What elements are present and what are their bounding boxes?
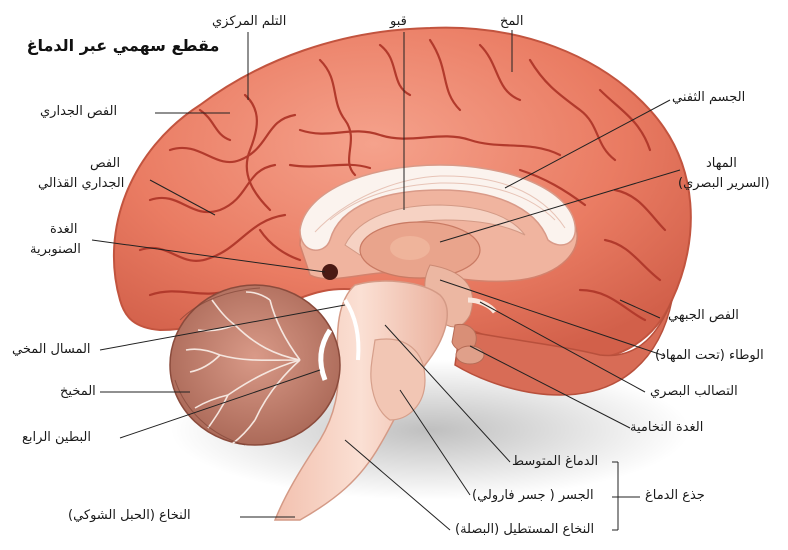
label-aqueduct: المسال المخي xyxy=(12,342,91,357)
label-parieto-occipital-line1: الفص xyxy=(90,156,120,171)
label-fourth-ventricle: البطين الرابع xyxy=(22,430,91,445)
diagram-title: مقطع سهمي عبر الدماغ xyxy=(8,36,238,55)
label-frontal-lobe: الفص الجبهي xyxy=(668,308,739,323)
label-brainstem: جذع الدماغ xyxy=(645,488,705,503)
label-cerebellum: المخيخ xyxy=(60,384,96,399)
label-parieto-occipital-line2: الجداري القذالي xyxy=(38,176,124,191)
label-central-sulcus: التلم المركزي xyxy=(212,14,286,29)
label-spinal-cord: النخاع (الحبل الشوكي) xyxy=(68,508,191,523)
label-corpus-callosum: الجسم الثفني xyxy=(672,90,745,105)
label-optic-chiasm: التصالب البصري xyxy=(650,384,738,399)
pituitary-bulb xyxy=(456,346,484,364)
label-medulla: النخاع المستطيل (البصلة) xyxy=(455,522,594,537)
label-pineal-line1: الغدة xyxy=(50,222,77,237)
label-parietal-lobe: الفص الجداري xyxy=(40,104,117,119)
label-pineal-line2: الصنوبرية xyxy=(30,242,81,257)
label-cerebrum: المخ xyxy=(500,14,523,29)
label-fornix: قبو xyxy=(390,14,407,29)
label-thalamus-line1: المهاد xyxy=(706,156,737,171)
label-midbrain: الدماغ المتوسط xyxy=(512,454,598,469)
label-pons: الجسر ( جسر فارولي) xyxy=(472,488,594,503)
label-pituitary: الغدة النخامية xyxy=(630,420,703,435)
label-hypothalamus: الوطاء (تحت المهاد) xyxy=(655,348,764,363)
label-thalamus-line2: (السرير البصري) xyxy=(678,176,770,191)
